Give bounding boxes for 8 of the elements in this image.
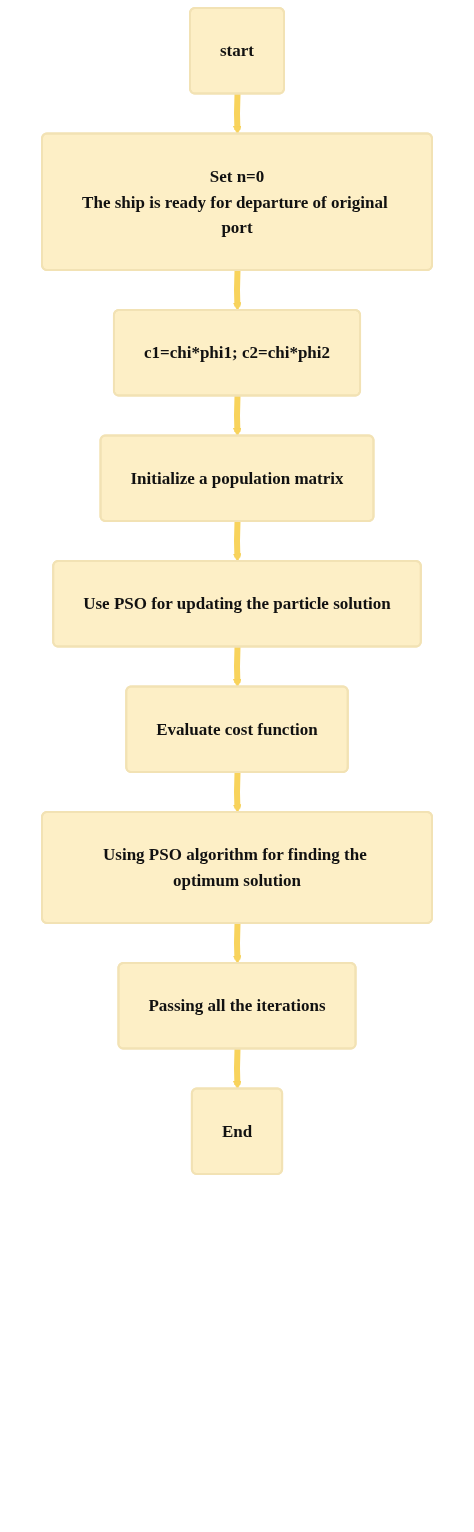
arrow [232, 923, 242, 964]
arrow [232, 646, 242, 688]
arrow [232, 395, 242, 437]
arrow [232, 93, 242, 135]
arrow [232, 1048, 242, 1090]
arrow [232, 772, 242, 813]
arrow [232, 521, 242, 562]
arrow [232, 270, 242, 311]
